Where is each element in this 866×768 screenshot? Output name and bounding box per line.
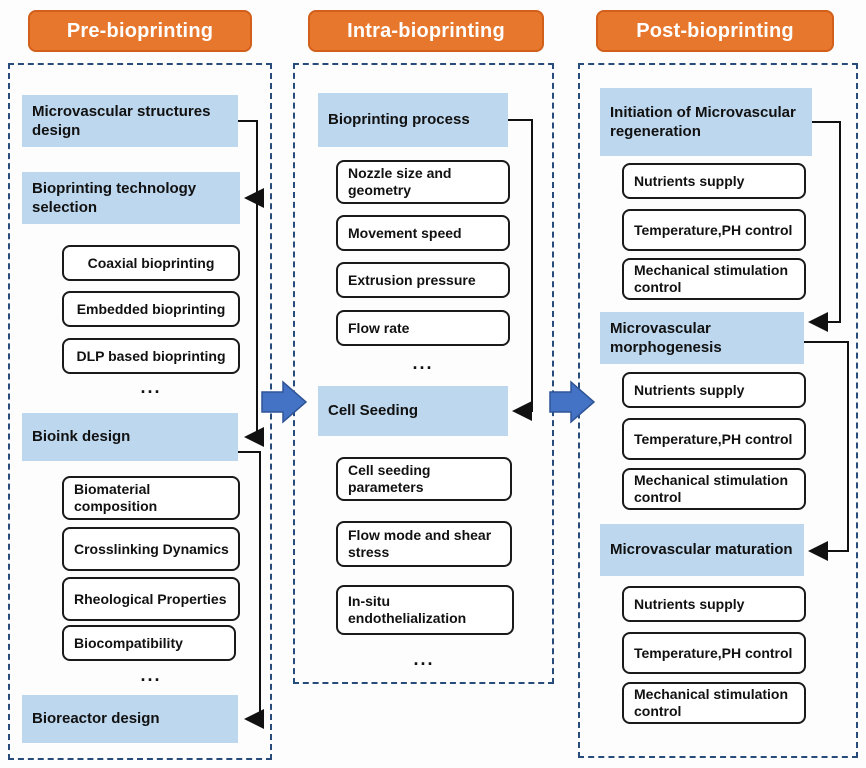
- item-mechanical-stimulation-control-1: Mechanical stimulation control: [622, 258, 806, 300]
- item-nozzle-size-and-geometry: Nozzle size and geometry: [336, 160, 510, 204]
- ellipsis-bioink-properties: ...: [140, 665, 162, 685]
- ellipsis-cell-seeding-params: ...: [413, 649, 435, 669]
- item-nutrients-supply-1: Nutrients supply: [622, 163, 806, 199]
- item-temperature-ph-control-2: Temperature,PH control: [622, 418, 806, 460]
- item-nutrients-supply-2: Nutrients supply: [622, 372, 806, 408]
- header-pre-bioprinting: Pre-bioprinting: [28, 10, 252, 52]
- stage-bioink-design: Bioink design: [22, 413, 238, 461]
- item-flow-mode-and-shear-stress: Flow mode and shear stress: [336, 521, 512, 567]
- stage-bioprinting-process: Bioprinting process: [318, 93, 508, 147]
- item-embedded-bioprinting: Embedded bioprinting: [62, 291, 240, 327]
- stage-cell-seeding: Cell Seeding: [318, 386, 508, 436]
- stage-microvascular-structures-design: Microvascular structures design: [22, 95, 238, 147]
- stage-bioreactor-design: Bioreactor design: [22, 695, 238, 743]
- ellipsis-bioprinting-process-params: ...: [412, 353, 434, 373]
- item-nutrients-supply-3: Nutrients supply: [622, 586, 806, 622]
- item-coaxial-bioprinting: Coaxial bioprinting: [62, 245, 240, 281]
- item-temperature-ph-control-3: Temperature,PH control: [622, 632, 806, 674]
- item-biocompatibility: Biocompatibility: [62, 625, 236, 661]
- item-mechanical-stimulation-control-3: Mechanical stimulation control: [622, 682, 806, 724]
- intra-bioprinting-panel: [293, 63, 554, 684]
- item-rheological-properties: Rheological Properties: [62, 577, 240, 621]
- item-temperature-ph-control-1: Temperature,PH control: [622, 209, 806, 251]
- stage-initiation-of-microvascular-regeneration: Initiation of Microvascular regeneration: [600, 88, 812, 156]
- header-intra-bioprinting: Intra-bioprinting: [308, 10, 544, 52]
- item-in-situ-endothelialization: In-situ endothelialization: [336, 585, 514, 635]
- item-cell-seeding-parameters: Cell seeding parameters: [336, 457, 512, 501]
- item-biomaterial-composition: Biomaterial composition: [62, 476, 240, 520]
- ellipsis-bioprinting-technologies: ...: [140, 377, 162, 397]
- item-extrusion-pressure: Extrusion pressure: [336, 262, 510, 298]
- header-post-bioprinting: Post-bioprinting: [596, 10, 834, 52]
- item-flow-rate: Flow rate: [336, 310, 510, 346]
- stage-microvascular-morphogenesis: Microvascular morphogenesis: [600, 312, 804, 364]
- item-dlp-based-bioprinting: DLP based bioprinting: [62, 338, 240, 374]
- item-mechanical-stimulation-control-2: Mechanical stimulation control: [622, 468, 806, 510]
- item-movement-speed: Movement speed: [336, 215, 510, 251]
- stage-bioprinting-technology-selection: Bioprinting technology selection: [22, 172, 240, 224]
- stage-microvascular-maturation: Microvascular maturation: [600, 524, 804, 576]
- item-crosslinking-dynamics: Crosslinking Dynamics: [62, 527, 240, 571]
